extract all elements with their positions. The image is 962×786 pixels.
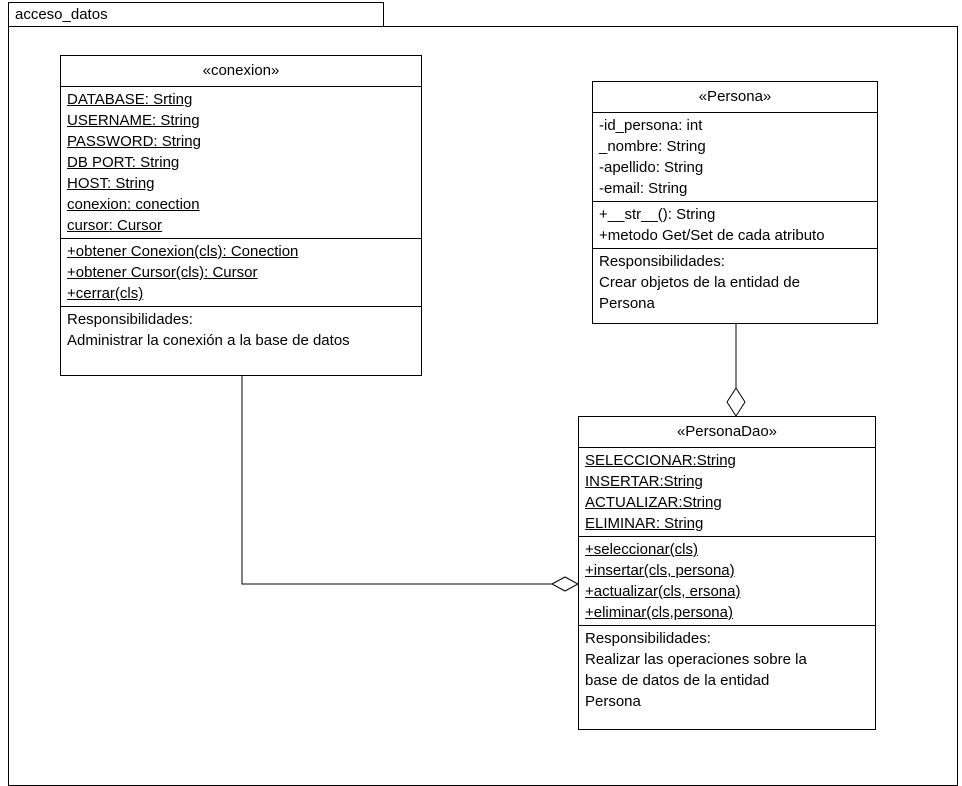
aggregation-diamond-conexion	[550, 576, 580, 592]
class-persona[interactable]: «Persona» -id_persona: int _nombre: Stri…	[592, 81, 878, 324]
package-tab: acceso_datos	[8, 2, 384, 27]
class-personadao[interactable]: «PersonaDao» SELECCIONAR:String INSERTAR…	[578, 416, 876, 730]
class-persona-title: «Persona»	[593, 82, 877, 113]
attribute: DB PORT: String	[67, 154, 180, 171]
responsibility-line: Responsibilidades:	[67, 311, 193, 328]
aggregation-line-conexion	[241, 376, 552, 585]
class-conexion-title: «conexion»	[61, 56, 421, 87]
responsibility-line: base de datos de la entidad	[585, 672, 770, 689]
aggregation-diamond-persona	[726, 387, 746, 417]
attribute: conexion: conection	[67, 196, 200, 213]
class-conexion[interactable]: «conexion» DATABASE: Srting USERNAME: St…	[60, 55, 422, 376]
attribute: ELIMINAR: String	[585, 515, 704, 532]
class-personadao-attributes: SELECCIONAR:String INSERTAR:String ACTUA…	[579, 448, 875, 537]
attribute: ACTUALIZAR:String	[585, 494, 722, 511]
operation: +cerrar(cls)	[67, 285, 144, 302]
class-conexion-attributes: DATABASE: Srting USERNAME: String PASSWO…	[61, 87, 421, 239]
attribute: cursor: Cursor	[67, 217, 163, 234]
responsibility-line: Responsibilidades:	[599, 253, 725, 270]
responsibility-line: Crear objetos de la entidad de	[599, 274, 800, 291]
attribute: SELECCIONAR:String	[585, 452, 736, 469]
attribute: PASSWORD: String	[67, 133, 201, 150]
responsibility-line: Administrar la conexión a la base de dat…	[67, 332, 350, 349]
attribute: _nombre: String	[599, 138, 706, 155]
class-conexion-responsibilities: Responsibilidades: Administrar la conexi…	[61, 307, 421, 353]
operation: +obtener Cursor(cls): Cursor	[67, 264, 258, 281]
class-personadao-operations: +seleccionar(cls) +insertar(cls, persona…	[579, 537, 875, 626]
operation: +insertar(cls, persona)	[585, 562, 735, 579]
operation: +actualizar(cls, ersona)	[585, 583, 741, 600]
responsibility-line: Persona	[599, 295, 655, 312]
responsibility-line: Responsibilidades:	[585, 630, 711, 647]
responsibility-line: Persona	[585, 693, 641, 710]
responsibility-line: Realizar las operaciones sobre la	[585, 651, 807, 668]
package-name: acceso_datos	[15, 6, 108, 23]
class-personadao-title: «PersonaDao»	[579, 417, 875, 448]
class-persona-responsibilities: Responsibilidades: Crear objetos de la e…	[593, 249, 877, 316]
operation: +__str__(): String	[599, 206, 716, 223]
class-conexion-operations: +obtener Conexion(cls): Conection +obten…	[61, 239, 421, 307]
operation: +obtener Conexion(cls): Conection	[67, 243, 299, 260]
attribute: -email: String	[599, 180, 688, 197]
class-persona-attributes: -id_persona: int _nombre: String -apelli…	[593, 113, 877, 202]
attribute: -id_persona: int	[599, 117, 703, 134]
operation: +metodo Get/Set de cada atributo	[599, 227, 825, 244]
attribute: DATABASE: Srting	[67, 91, 193, 108]
class-persona-operations: +__str__(): String +metodo Get/Set de ca…	[593, 202, 877, 249]
attribute: USERNAME: String	[67, 112, 200, 129]
class-personadao-responsibilities: Responsibilidades: Realizar las operacio…	[579, 626, 875, 714]
operation: +eliminar(cls,persona)	[585, 604, 733, 621]
attribute: -apellido: String	[599, 159, 704, 176]
attribute: INSERTAR:String	[585, 473, 703, 490]
operation: +seleccionar(cls)	[585, 541, 698, 558]
attribute: HOST: String	[67, 175, 155, 192]
